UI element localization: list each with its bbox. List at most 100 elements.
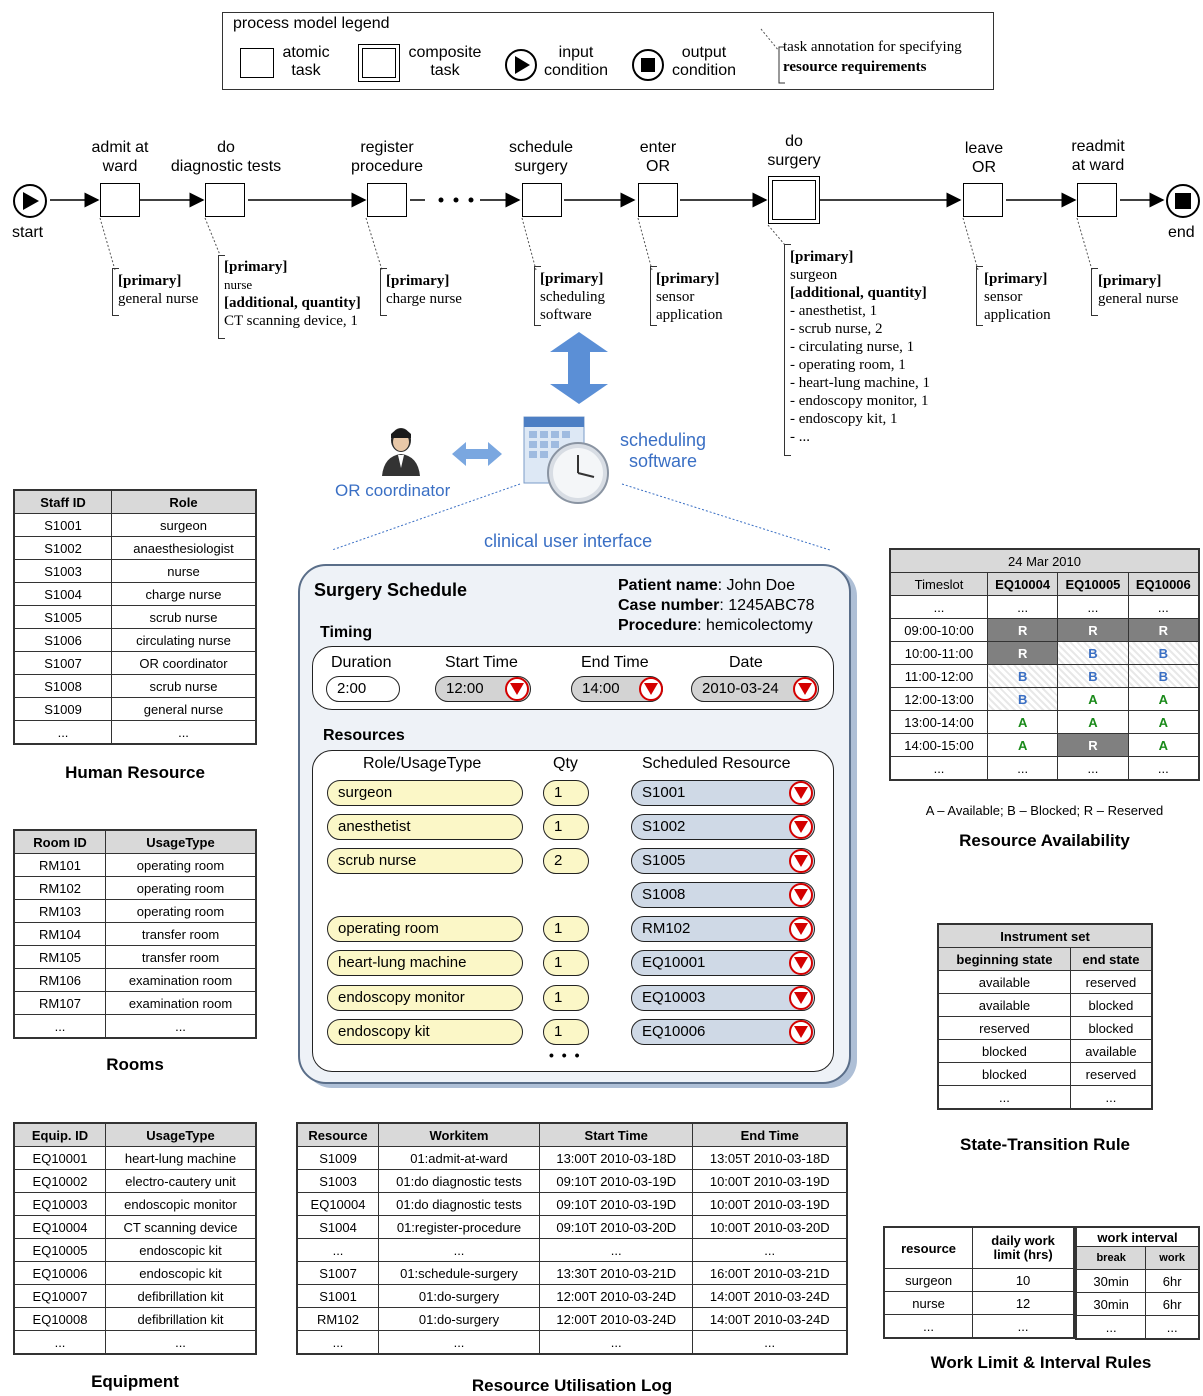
end-time-label: End Time <box>581 654 649 671</box>
scheduled-resource-select[interactable]: EQ10001 <box>631 950 815 976</box>
resource-dropdown-icon[interactable] <box>789 883 813 907</box>
end-time-dropdown-icon[interactable] <box>639 677 663 701</box>
task-enter-or[interactable] <box>638 183 678 217</box>
resource-dropdown-icon[interactable] <box>789 917 813 941</box>
qty-field[interactable]: 1 <box>543 814 589 840</box>
table-header: work interval <box>1075 1226 1200 1247</box>
qty-field[interactable]: 1 <box>543 916 589 942</box>
patient-info: Patient name: John Doe Case number: 1245… <box>618 577 815 634</box>
task-label: schedule surgery <box>508 139 574 175</box>
qty-field[interactable]: 1 <box>543 1019 589 1045</box>
legend-atomic-label: atomic task <box>282 44 330 79</box>
table-header: UsageType <box>105 1122 257 1147</box>
legend-composite-label: composite task <box>408 44 482 79</box>
equipment-caption: Equipment <box>91 1372 179 1391</box>
table-row: ...... <box>937 1085 1153 1110</box>
scheduled-resource-select[interactable]: EQ10003 <box>631 985 815 1011</box>
start-condition-icon <box>13 184 47 218</box>
task-readmit-at-ward[interactable] <box>1077 183 1117 217</box>
duration-field[interactable]: 2:00 <box>326 676 400 702</box>
end-time-select[interactable]: 14:00 <box>571 676 663 702</box>
annotation-bracket <box>784 244 791 456</box>
annotation-surgery: [primary]surgeon[additional, quantity]- … <box>790 249 930 445</box>
resource-dropdown-icon[interactable] <box>789 1020 813 1044</box>
qty-field[interactable]: 1 <box>543 985 589 1011</box>
annotation-bracket <box>976 266 983 326</box>
scheduled-resource-select[interactable]: EQ10006 <box>631 1019 815 1045</box>
table-header: UsageType <box>105 829 257 854</box>
date-dropdown-icon[interactable] <box>793 677 817 701</box>
task-schedule-surgery[interactable] <box>522 183 562 217</box>
annotation-schedule: [primary]scheduling software <box>540 271 605 323</box>
role-field[interactable]: anesthetist <box>327 814 523 840</box>
task-leave-or[interactable] <box>963 183 1003 217</box>
role-field[interactable]: heart-lung machine <box>327 950 523 976</box>
timing-heading: Timing <box>320 624 373 641</box>
role-field[interactable]: surgeon <box>327 780 523 806</box>
qty-field[interactable]: 2 <box>543 848 589 874</box>
task-label: leave OR <box>964 140 1004 176</box>
role-field[interactable]: endoscopy monitor <box>327 985 523 1011</box>
table-header: break <box>1075 1246 1147 1270</box>
end-condition-icon <box>1166 184 1200 218</box>
resource-dropdown-icon[interactable] <box>789 951 813 975</box>
scheduled-resource-select[interactable]: S1002 <box>631 814 815 840</box>
task-label: enter OR <box>639 139 677 175</box>
start-time-dropdown-icon[interactable] <box>505 677 529 701</box>
resource-dropdown-icon[interactable] <box>789 849 813 873</box>
annotation-bracket <box>1091 268 1098 316</box>
role-field[interactable]: endoscopy kit <box>327 1019 523 1045</box>
interface-connector-lines <box>331 483 831 551</box>
more-rows-indicator: • • • <box>549 1047 582 1063</box>
duration-label: Duration <box>331 654 392 671</box>
scheduled-resource-select[interactable]: S1008 <box>631 882 815 908</box>
surgery-schedule-window: Surgery Schedule Patient name: John Doe … <box>298 564 851 1084</box>
scheduled-resource-select[interactable]: S1001 <box>631 780 815 806</box>
legend-annotation-line2: resource requirements <box>783 59 927 75</box>
table-header: resource <box>883 1226 974 1269</box>
task-do-diagnostic-tests[interactable] <box>205 183 245 217</box>
input-condition-icon <box>505 49 537 81</box>
table-header: Workitem <box>378 1122 540 1147</box>
table-header: EQ10006 <box>1127 572 1200 596</box>
human-resource-caption: Human Resource <box>65 763 205 782</box>
qty-field[interactable]: 1 <box>543 780 589 806</box>
table-header: daily work limit (hrs) <box>972 1226 1075 1269</box>
table-row: ............ <box>296 1330 848 1355</box>
task-do-surgery[interactable] <box>768 176 820 224</box>
scheduled-resource-select[interactable]: RM102 <box>631 916 815 942</box>
resource-dropdown-icon[interactable] <box>789 986 813 1010</box>
resource-dropdown-icon[interactable] <box>789 815 813 839</box>
annotation-admit: [primary]general nurse <box>118 273 199 307</box>
legend-output-label: output condition <box>671 44 737 79</box>
role-field[interactable]: scrub nurse <box>327 848 523 874</box>
task-admit-at-ward[interactable] <box>100 183 140 217</box>
work-limit-caption: Work Limit & Interval Rules <box>930 1353 1152 1372</box>
role-field[interactable]: operating room <box>327 916 523 942</box>
qty-field[interactable]: 1 <box>543 950 589 976</box>
task-register-procedure[interactable] <box>367 183 407 217</box>
task-label: register procedure <box>350 139 424 175</box>
scheduled-resource-select[interactable]: S1005 <box>631 848 815 874</box>
resource-dropdown-icon[interactable] <box>789 781 813 805</box>
or-coordinator-label: OR coordinator <box>335 481 451 500</box>
output-condition-icon <box>632 49 664 81</box>
